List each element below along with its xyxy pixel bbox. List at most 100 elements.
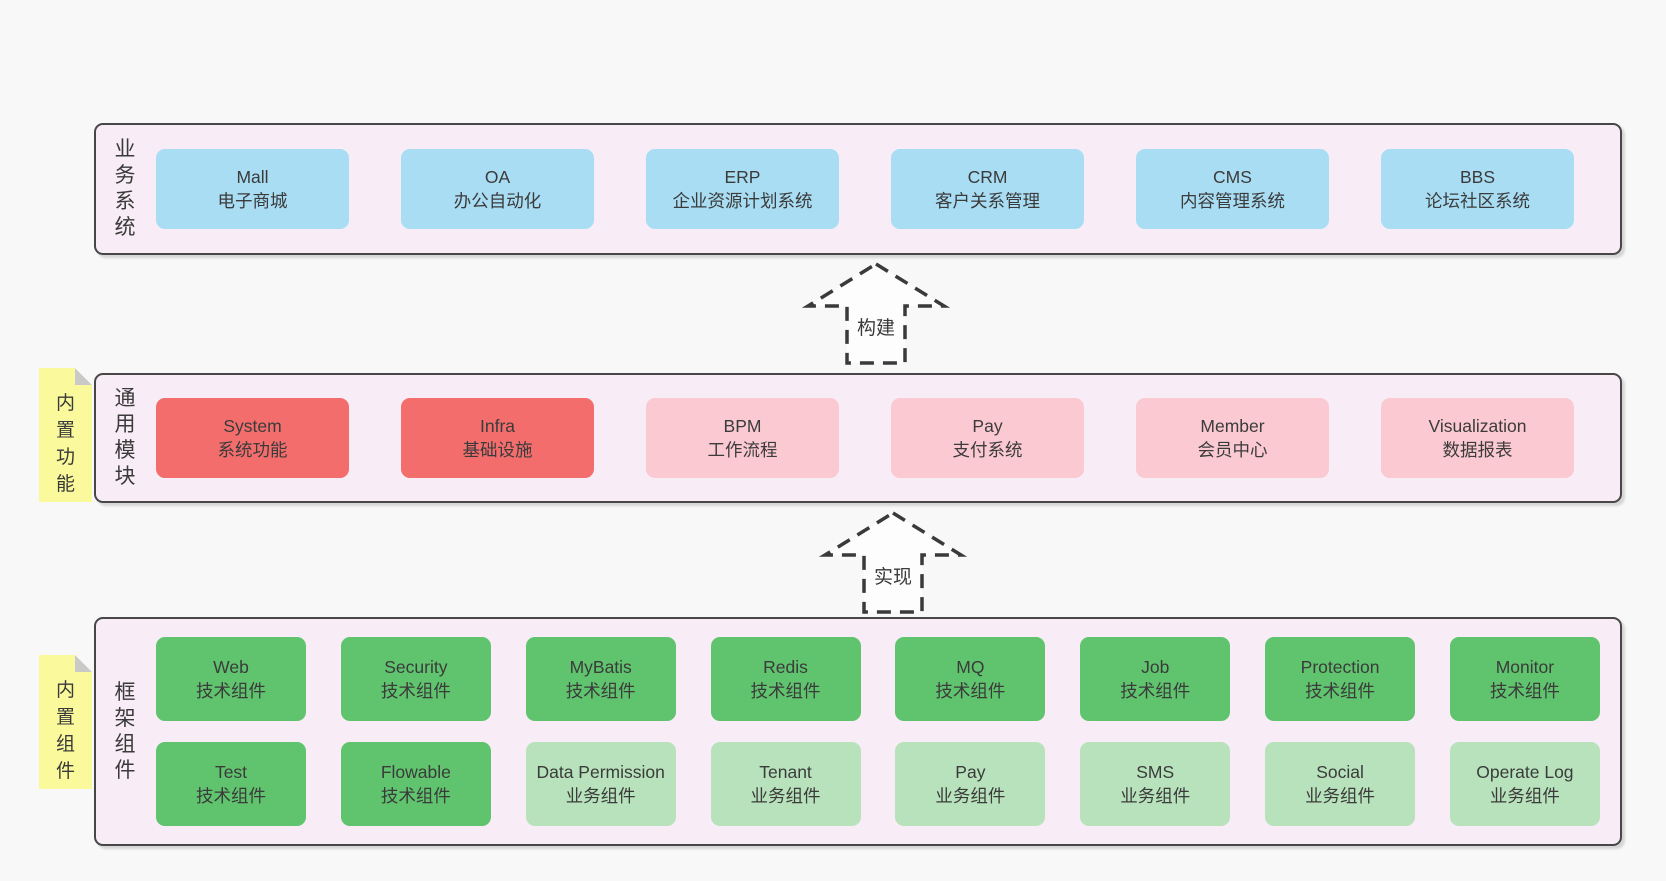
box-subtitle: 办公自动化 — [453, 191, 542, 211]
sticky-note-built-in-functions: 内置功能 — [39, 368, 92, 502]
box-bpm: BPM 工作流程 — [646, 398, 839, 478]
box-subtitle: 业务组件 — [565, 786, 636, 806]
box-subtitle: 业务组件 — [1305, 786, 1376, 806]
box-job: Job 技术组件 — [1080, 637, 1231, 721]
box-pay-component: Pay 业务组件 — [895, 742, 1046, 826]
box-title: CMS — [1213, 167, 1252, 187]
box-title: Security — [384, 657, 448, 677]
framework-row-2: Test 技术组件 Flowable 技术组件 Data Permission … — [156, 742, 1600, 826]
box-erp: ERP 企业资源计划系统 — [646, 149, 839, 229]
box-subtitle: 技术组件 — [196, 786, 266, 806]
box-mybatis: MyBatis 技术组件 — [525, 637, 676, 721]
box-title: SMS — [1136, 762, 1175, 782]
box-system: System 系统功能 — [156, 398, 349, 478]
box-subtitle: 支付系统 — [952, 440, 1023, 460]
box-title: BPM — [723, 416, 762, 436]
band-business-label: 业务系统 — [114, 138, 136, 239]
box-subtitle: 内容管理系统 — [1180, 191, 1285, 211]
box-title: Tenant — [759, 762, 812, 782]
box-title: Operate Log — [1476, 762, 1574, 782]
box-title: Infra — [479, 416, 516, 436]
box-subtitle: 论坛社区系统 — [1425, 191, 1530, 211]
box-subtitle: 工作流程 — [707, 440, 778, 460]
box-social: Social 业务组件 — [1265, 742, 1416, 826]
arrow-implement-label: 实现 — [870, 562, 916, 589]
band-modules-label: 通用模块 — [114, 387, 136, 488]
box-title: Mall — [236, 167, 269, 187]
box-subtitle: 技术组件 — [935, 681, 1006, 701]
framework-row-1: Web 技术组件 Security 技术组件 MyBatis 技术组件 Redi… — [156, 637, 1600, 721]
box-subtitle: 业务组件 — [750, 786, 821, 806]
box-flowable: Flowable 技术组件 — [340, 742, 491, 826]
box-protection: Protection 技术组件 — [1265, 637, 1416, 721]
business-boxes-row: Mall 电子商城 OA 办公自动化 ERP 企业资源计划系统 CRM 客户关系… — [156, 149, 1620, 229]
box-subtitle: 客户关系管理 — [935, 191, 1040, 211]
modules-boxes-row: System 系统功能 Infra 基础设施 BPM 工作流程 Pay 支付系统… — [156, 398, 1620, 478]
box-mq: MQ 技术组件 — [895, 637, 1046, 721]
box-title: Protection — [1300, 657, 1380, 677]
box-subtitle: 电子商城 — [217, 191, 288, 211]
box-subtitle: 技术组件 — [380, 681, 451, 701]
box-title: MyBatis — [569, 657, 632, 677]
box-redis: Redis 技术组件 — [710, 637, 861, 721]
box-oa: OA 办公自动化 — [401, 149, 594, 229]
box-tenant: Tenant 业务组件 — [710, 742, 861, 826]
box-cms: CMS 内容管理系统 — [1136, 149, 1329, 229]
box-title: BBS — [1459, 167, 1496, 187]
box-title: Visualization — [1428, 416, 1527, 436]
box-title: Pay — [972, 416, 1003, 436]
box-monitor: Monitor 技术组件 — [1449, 637, 1600, 721]
box-title: Test — [214, 762, 248, 782]
box-sms: SMS 业务组件 — [1080, 742, 1231, 826]
box-subtitle: 技术组件 — [565, 681, 636, 701]
box-title: CRM — [967, 167, 1008, 187]
box-subtitle: 基础设施 — [462, 440, 533, 460]
band-business-systems: 业务系统 Mall 电子商城 OA 办公自动化 ERP 企业资源计划系统 CRM… — [94, 123, 1622, 255]
box-title: MQ — [956, 657, 985, 677]
box-title: Flowable — [380, 762, 451, 782]
box-title: Redis — [763, 657, 808, 677]
box-subtitle: 数据报表 — [1442, 440, 1513, 460]
arrow-implement: 实现 — [818, 510, 968, 616]
box-subtitle: 会员中心 — [1197, 440, 1268, 460]
box-title: Monitor — [1495, 657, 1555, 677]
box-subtitle: 技术组件 — [1120, 681, 1191, 701]
box-subtitle: 技术组件 — [1305, 681, 1376, 701]
box-subtitle: 技术组件 — [196, 681, 266, 701]
box-infra: Infra 基础设施 — [401, 398, 594, 478]
box-web: Web 技术组件 — [156, 637, 306, 721]
box-title: Social — [1316, 762, 1364, 782]
band-framework-label: 框架组件 — [114, 680, 136, 782]
box-bbs: BBS 论坛社区系统 — [1381, 149, 1574, 229]
box-title: Pay — [955, 762, 986, 782]
sticky-note-built-in-components: 内置组件 — [39, 655, 92, 789]
box-title: OA — [484, 167, 511, 187]
box-subtitle: 企业资源计划系统 — [672, 191, 813, 211]
box-subtitle: 业务组件 — [1120, 786, 1191, 806]
box-subtitle: 技术组件 — [1489, 681, 1560, 701]
box-mall: Mall 电子商城 — [156, 149, 349, 229]
box-title: ERP — [724, 167, 761, 187]
box-member: Member 会员中心 — [1136, 398, 1329, 478]
sticky-note-text: 内置组件 — [55, 680, 75, 782]
box-subtitle: 业务组件 — [1489, 786, 1560, 806]
box-title: Member — [1200, 416, 1265, 436]
box-visualization: Visualization 数据报表 — [1381, 398, 1574, 478]
box-title: Data Permission — [536, 762, 665, 782]
band-framework-components: 框架组件 Web 技术组件 Security 技术组件 MyBatis 技术组件… — [94, 617, 1622, 846]
arrow-build: 构建 — [801, 261, 951, 367]
sticky-note-text: 内置功能 — [55, 393, 75, 495]
box-subtitle: 技术组件 — [380, 786, 451, 806]
box-title: Job — [1141, 657, 1170, 677]
folded-corner-icon — [75, 655, 92, 672]
box-data-permission: Data Permission 业务组件 — [525, 742, 676, 826]
box-crm: CRM 客户关系管理 — [891, 149, 1084, 229]
band-common-modules: 通用模块 System 系统功能 Infra 基础设施 BPM 工作流程 Pay… — [94, 373, 1622, 503]
arrow-build-label: 构建 — [853, 313, 899, 340]
box-subtitle: 业务组件 — [935, 786, 1006, 806]
box-test: Test 技术组件 — [156, 742, 306, 826]
folded-corner-icon — [75, 368, 92, 385]
box-pay-module: Pay 支付系统 — [891, 398, 1084, 478]
box-title: System — [223, 416, 282, 436]
